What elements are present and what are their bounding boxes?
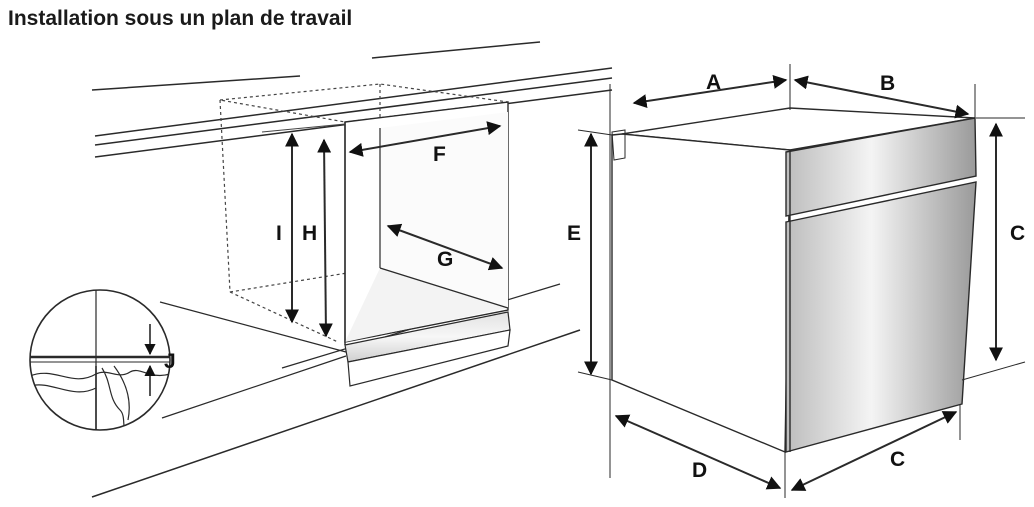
label-c-depth: C — [890, 448, 905, 471]
label-d: D — [692, 459, 707, 482]
label-b: B — [880, 72, 895, 95]
oven-appliance — [611, 107, 977, 454]
detail-zoom-circle — [29, 289, 347, 431]
diagram-title: Installation sous un plan de travail — [8, 7, 353, 30]
label-f: F — [433, 143, 446, 166]
label-c-height: C — [1010, 222, 1025, 245]
cabinet-niche — [219, 83, 511, 387]
label-e: E — [567, 222, 581, 245]
cabinet-dimensions — [261, 121, 504, 338]
oven-dimensions — [577, 64, 1026, 498]
label-h: H — [302, 222, 317, 245]
label-g: G — [437, 248, 453, 271]
label-i: I — [276, 222, 282, 245]
label-a: A — [706, 71, 721, 94]
label-j: J — [164, 350, 176, 373]
